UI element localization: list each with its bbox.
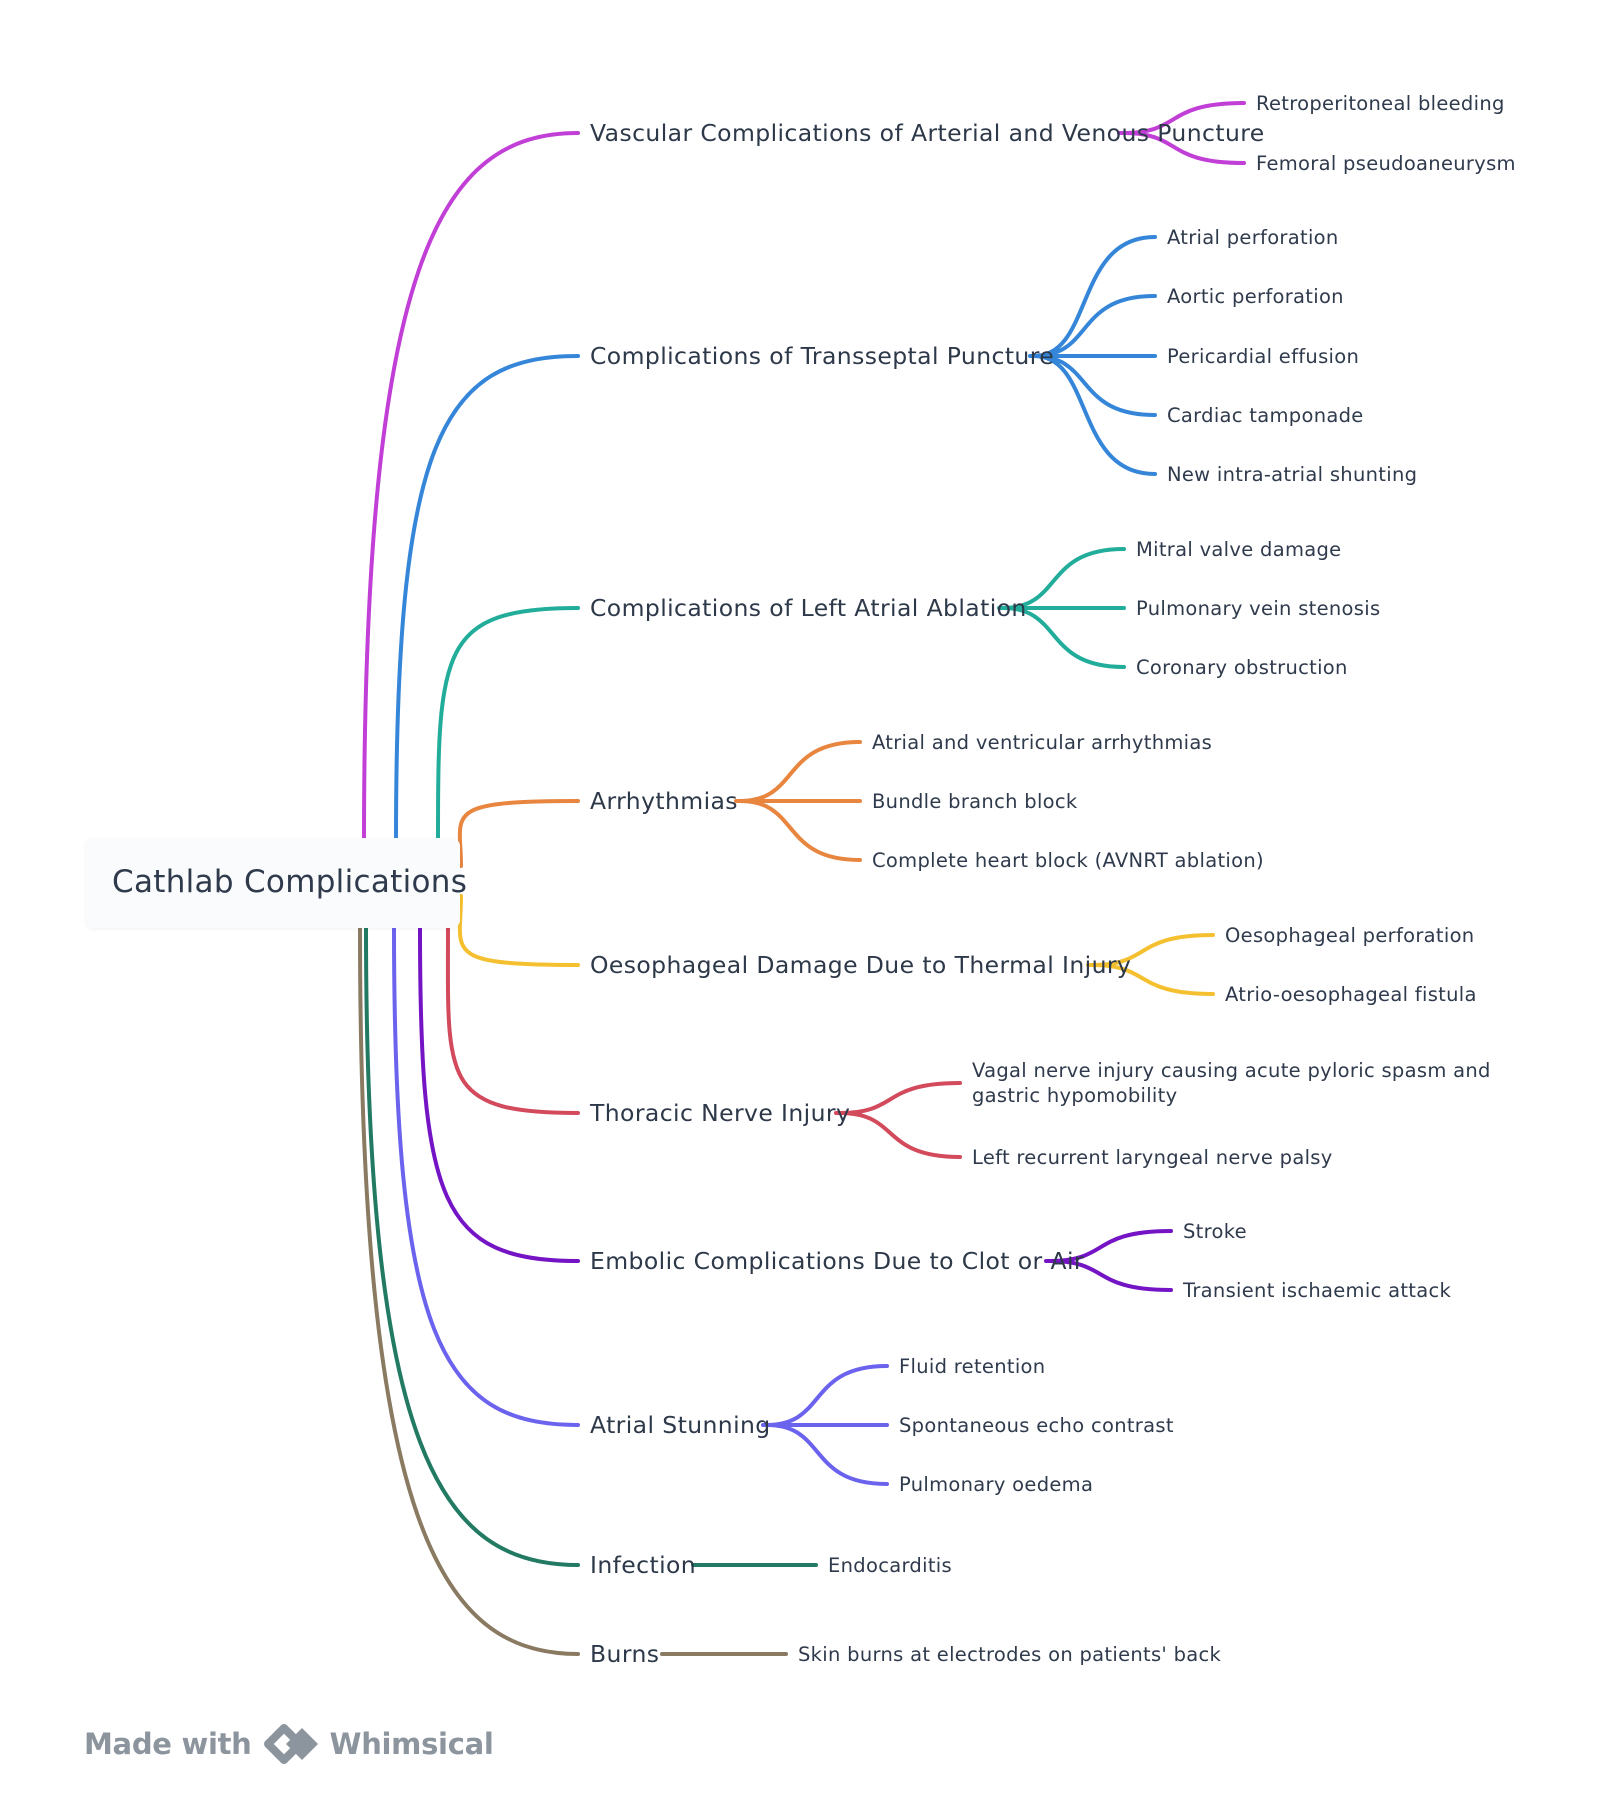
leaf-node-6-2[interactable]: Left recurrent laryngeal nerve palsy [972,1145,1333,1169]
leaf-node-5-1[interactable]: Oesophageal perforation [1225,923,1475,947]
branch-connector-5 [457,894,580,967]
leaf-node-8-2[interactable]: Spontaneous echo contrast [899,1413,1174,1437]
leaf-node-1-2[interactable]: Femoral pseudoaneurysm [1256,151,1516,175]
leaf-connector-2-2 [1032,294,1157,358]
leaf-connector-8-1 [765,1364,889,1427]
made-with-whimsical-footer[interactable]: Made with Whimsical [84,1722,494,1766]
footer-prefix: Made with [84,1727,252,1761]
leaf-connector-6-2 [838,1111,962,1159]
leaf-node-10-1[interactable]: Skin burns at electrodes on patients' ba… [798,1642,1222,1666]
category-node-2[interactable]: Complications of Transseptal Puncture [590,341,1055,370]
leaf-node-2-2[interactable]: Aortic perforation [1167,284,1344,308]
branch-connector-8 [392,926,580,1427]
leaf-node-4-3[interactable]: Complete heart block (AVNRT ablation) [872,848,1264,872]
branch-connector-10 [358,926,580,1656]
leaf-node-5-2[interactable]: Atrio-oesophageal fistula [1225,982,1477,1006]
leaf-node-9-1[interactable]: Endocarditis [828,1553,952,1577]
branch-connector-4 [457,799,580,868]
footer-brand: Whimsical [329,1727,494,1761]
category-node-9[interactable]: Infection [590,1550,697,1579]
leaf-connector-3-1 [1001,547,1126,610]
category-node-10[interactable]: Burns [590,1639,660,1668]
leaf-connector-3-3 [1001,606,1126,669]
branch-connector-9 [364,926,580,1567]
category-node-4[interactable]: Arrhythmias [590,786,738,815]
whimsical-logo-icon [263,1724,318,1764]
leaf-node-4-2[interactable]: Bundle branch block [872,789,1078,813]
leaf-node-2-5[interactable]: New intra-atrial shunting [1167,462,1418,486]
leaf-node-2-4[interactable]: Cardiac tamponade [1167,403,1364,427]
branch-connector-2 [394,354,580,842]
branch-connector-7 [418,926,580,1263]
leaf-connector-8-3 [765,1423,889,1486]
branch-connector-1 [362,131,580,842]
category-node-8[interactable]: Atrial Stunning [590,1410,771,1439]
leaf-node-7-1[interactable]: Stroke [1183,1219,1247,1243]
leaf-connector-2-5 [1032,354,1157,476]
branch-connector-6 [445,926,580,1115]
root-node[interactable]: Cathlab Complications [112,864,468,900]
leaf-node-4-1[interactable]: Atrial and ventricular arrhythmias [872,730,1213,754]
leaf-node-2-3[interactable]: Pericardial effusion [1167,344,1360,368]
leaf-connector-4-1 [738,740,862,803]
category-node-3[interactable]: Complications of Left Atrial Ablation [590,593,1027,622]
leaf-connector-2-4 [1032,354,1157,417]
leaf-node-6-1[interactable]: Vagal nerve injury causing acute pyloric… [972,1058,1491,1107]
leaf-node-3-1[interactable]: Mitral valve damage [1136,537,1342,561]
leaf-node-8-3[interactable]: Pulmonary oedema [899,1472,1094,1496]
leaf-node-2-1[interactable]: Atrial perforation [1167,225,1339,249]
category-node-1[interactable]: Vascular Complications of Arterial and V… [590,118,1265,147]
leaf-connector-2-1 [1032,235,1157,358]
category-node-7[interactable]: Embolic Complications Due to Clot or Air [590,1246,1084,1275]
root-node-box [86,838,460,928]
category-node-5[interactable]: Oesophageal Damage Due to Thermal Injury [590,950,1132,979]
leaf-connector-6-1 [838,1081,962,1115]
leaf-node-3-3[interactable]: Coronary obstruction [1136,655,1348,679]
branch-connector-3 [436,606,580,842]
category-node-6[interactable]: Thoracic Nerve Injury [590,1098,851,1127]
leaf-node-1-1[interactable]: Retroperitoneal bleeding [1256,91,1505,115]
leaf-node-7-2[interactable]: Transient ischaemic attack [1183,1278,1452,1302]
leaf-connector-4-3 [738,799,862,862]
leaf-node-8-1[interactable]: Fluid retention [899,1354,1046,1378]
leaf-node-3-2[interactable]: Pulmonary vein stenosis [1136,596,1381,620]
